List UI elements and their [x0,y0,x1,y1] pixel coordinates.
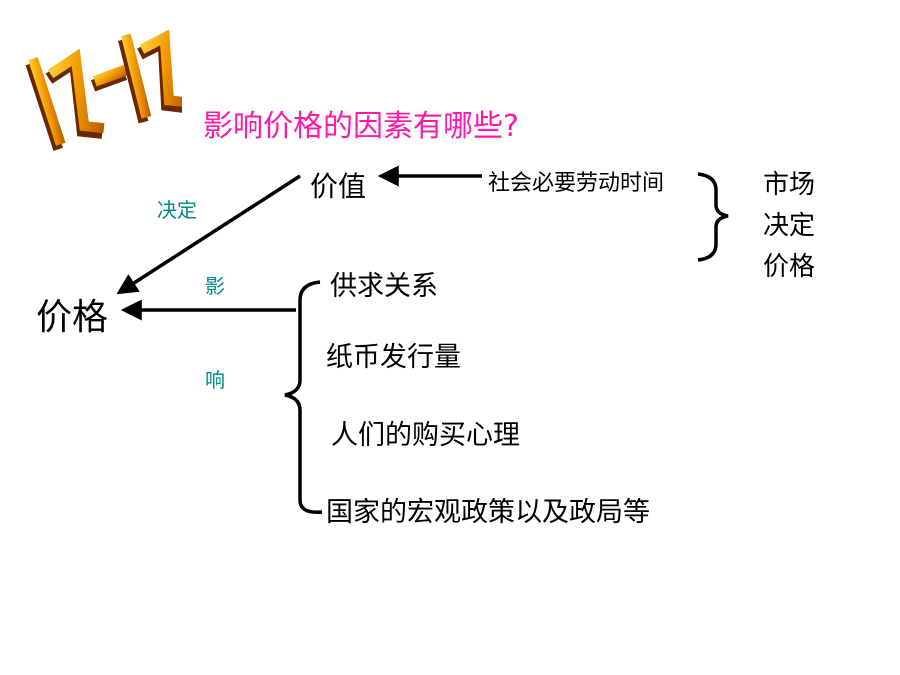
question-title: 影响价格的因素有哪些? [203,109,519,144]
market-line-1: 市场 [763,170,816,200]
market-line-2: 决定 [763,211,816,241]
factors-brace [284,280,323,514]
node-price: 价格 [36,297,109,338]
factor-currency-issuance: 纸币发行量 [326,342,461,373]
factor-purchase-psychology: 人们的购买心理 [331,420,520,451]
factor-macro-policy: 国家的宏观政策以及政局等 [326,497,650,528]
node-market-decides-price: 市场 决定 价格 [763,165,815,288]
arrow-value-to-price [116,174,301,295]
edge-label-influence-2: 响 [205,368,225,392]
factor-supply-demand: 供求关系 [330,271,438,302]
market-line-3: 价格 [763,252,816,282]
market-brace [697,172,729,262]
node-value: 价值 [310,170,367,203]
edge-label-decide: 决定 [157,198,197,222]
node-labor-time: 社会必要劳动时间 [488,171,665,196]
logo-recall-art [25,29,182,151]
edge-label-influence-1: 影 [205,274,225,298]
